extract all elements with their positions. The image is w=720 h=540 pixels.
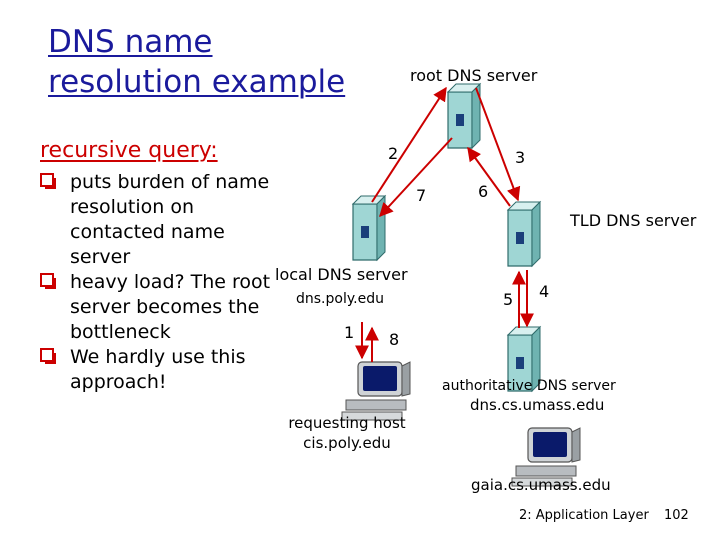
step-label-5: 5 — [503, 290, 514, 309]
footer-chapter: 2: Application Layer — [519, 508, 649, 523]
step-label-3: 3 — [515, 148, 526, 167]
bullet-line: server becomes the — [70, 296, 260, 318]
tld-server-label: TLD DNS server — [570, 211, 697, 230]
bullet-item: heavy load? The root server becomes the … — [40, 270, 270, 345]
footer-page-number: 102 — [664, 508, 689, 523]
bullet-line: resolution on — [70, 196, 195, 218]
title-line-2: resolution example — [48, 64, 346, 100]
local-server-name: dns.poly.edu — [296, 291, 384, 307]
gaia-host-name: gaia.cs.umass.edu — [471, 476, 611, 494]
bullet-marker-icon — [40, 348, 56, 364]
arrow-7 — [379, 137, 453, 218]
bullet-item: We hardly use this approach! — [40, 345, 270, 395]
arrow-6 — [467, 146, 511, 207]
step-label-4: 4 — [539, 282, 550, 301]
tld-server-icon — [507, 201, 541, 267]
local-server-icon — [352, 195, 386, 261]
step-label-8: 8 — [389, 330, 400, 349]
bullet-line: contacted name — [70, 221, 225, 243]
bullet-line: bottleneck — [70, 321, 171, 343]
title-line-1: DNS name — [48, 24, 213, 60]
auth-server-label: authoritative DNS server — [442, 378, 616, 394]
requesting-host-label: requesting host — [288, 414, 406, 432]
bullet-marker-icon — [40, 173, 56, 189]
step-label-1: 1 — [344, 323, 355, 342]
bullet-line: approach! — [70, 371, 167, 393]
bullet-line: We hardly use this — [70, 346, 246, 368]
bullet-line: puts burden of name — [70, 171, 270, 193]
requesting-host-name: cis.poly.edu — [303, 434, 391, 452]
bullet-line: heavy load? The root — [70, 271, 271, 293]
bullet-item: puts burden of name resolution on contac… — [40, 170, 270, 270]
step-label-7: 7 — [416, 186, 427, 205]
step-label-6: 6 — [478, 182, 489, 201]
bullet-list: puts burden of name resolution on contac… — [40, 170, 270, 395]
arrow-3 — [475, 87, 521, 202]
bullet-line: server — [70, 246, 131, 268]
local-server-label: local DNS server — [275, 265, 408, 284]
root-server-label: root DNS server — [410, 66, 538, 85]
step-label-2: 2 — [388, 144, 399, 163]
subhead: recursive query: — [40, 138, 218, 163]
requesting-host-computer-icon — [341, 361, 411, 421]
auth-server-name: dns.cs.umass.edu — [470, 396, 605, 414]
arrow-2 — [371, 86, 447, 203]
bullet-marker-icon — [40, 273, 56, 289]
root-server-icon — [447, 83, 481, 149]
